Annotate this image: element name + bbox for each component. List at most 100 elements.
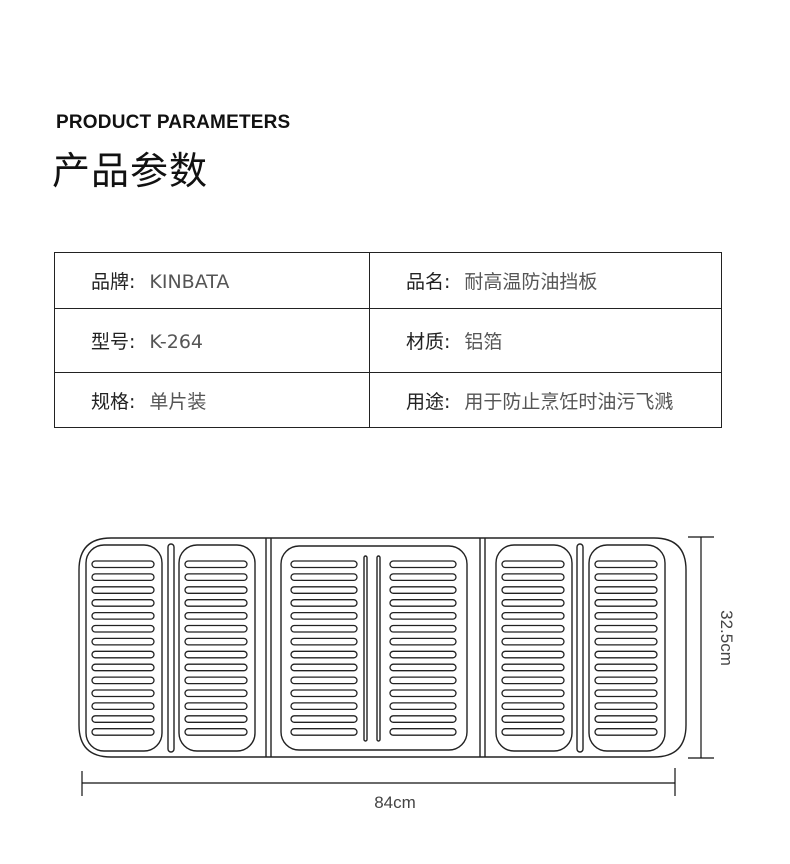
vent-slot [91,702,155,711]
vent-slot [389,624,457,633]
vent-slot [594,611,658,620]
vent-slot [184,689,248,698]
vent-slot [389,676,457,685]
vent-slot [501,689,565,698]
parameters-table: 品牌: KINBATA 品名: 耐高温防油挡板 型号: K-264 材质:铝箔 规格:… [54,252,722,428]
vent-slot [594,676,658,685]
vent-slot [91,611,155,620]
vent-slot [184,715,248,723]
vent-slot [594,715,658,723]
vent-slot [91,637,155,646]
vent-slot [594,599,658,607]
vent-slot [184,676,248,685]
vent-slot [501,573,565,582]
param-label: 型号: [91,331,136,353]
param-value: 铝箔 [464,331,503,353]
vent-slot [290,586,358,594]
vent-slot [594,573,658,582]
vent-slot [290,650,358,659]
vent-slot [91,728,155,736]
vent-slot [290,637,358,646]
vent-slot [389,715,457,723]
vent-slot [389,637,457,646]
vent-slot [184,611,248,620]
param-label: 品名: [406,271,451,293]
vent-slot [91,586,155,594]
vent-slot [594,624,658,633]
vent-slot [290,560,358,569]
vent-slot [501,611,565,620]
param-label: 用途: [406,390,451,413]
vent-slot [290,689,358,698]
vent-slot [290,702,358,711]
vent-slot [501,586,565,594]
param-label: 规格: [91,390,136,413]
vent-slot [184,650,248,659]
vent-slot [91,560,155,569]
vent-slot [389,663,457,672]
vent-slot [594,689,658,698]
param-material: 材质:铝箔 [369,308,722,373]
vent-slot [91,715,155,723]
param-model: 型号: K-264 [54,308,370,373]
vent-slot [184,586,248,594]
width-dimension-label: 84cm [374,793,416,812]
table-row: 规格: 单片装 用途:用于防止烹饪时油污飞溅 [54,372,722,428]
vent-slot [91,650,155,659]
vent-slot [594,702,658,711]
vent-slot [501,715,565,723]
title-chinese: 产品参数 [52,149,209,193]
param-spec: 规格: 单片装 [54,372,370,428]
vent-slot [389,560,457,569]
vent-slot [594,560,658,569]
vent-slot [594,728,658,736]
vent-slot [290,611,358,620]
vent-slot [290,715,358,723]
vent-slot [184,573,248,582]
vent-slot [184,702,248,711]
vent-slot [91,676,155,685]
vent-slot [91,599,155,607]
vent-slot [91,689,155,698]
table-row: 品牌: KINBATA 品名: 耐高温防油挡板 [54,252,722,309]
param-value: 单片装 [149,390,207,413]
vent-slot [389,689,457,698]
vent-slot [184,637,248,646]
vent-slot [290,676,358,685]
vent-slot [184,663,248,672]
vent-slot [91,624,155,633]
param-value: 耐高温防油挡板 [464,271,598,293]
vent-slot [184,624,248,633]
vent-slot [594,650,658,659]
vent-slot [501,599,565,607]
param-value: KINBATA [149,271,230,293]
vent-slot [91,663,155,672]
vent-slot [184,560,248,569]
height-dimension-label: 32.5cm [717,610,736,666]
param-value: K-264 [149,331,203,353]
vent-slot [501,728,565,736]
vent-slot [290,728,358,736]
vent-slots [91,560,658,736]
vent-slot [290,663,358,672]
vent-slot [184,599,248,607]
vent-slot [594,663,658,672]
vent-slot [184,728,248,736]
param-product-name: 品名: 耐高温防油挡板 [369,252,722,309]
title-english: PRODUCT PARAMETERS [56,112,291,133]
vent-slot [389,586,457,594]
param-label: 品牌: [91,271,136,293]
vent-slot [501,702,565,711]
vent-slot [501,650,565,659]
vent-slot [389,573,457,582]
param-usage: 用途:用于防止烹饪时油污飞溅 [369,372,722,428]
vent-slot [501,560,565,569]
vent-slot [501,637,565,646]
table-row: 型号: K-264 材质:铝箔 [54,308,722,373]
vent-slot [501,663,565,672]
vent-slot [91,573,155,582]
vent-slot [501,676,565,685]
vent-slot [501,624,565,633]
vent-slot [389,599,457,607]
